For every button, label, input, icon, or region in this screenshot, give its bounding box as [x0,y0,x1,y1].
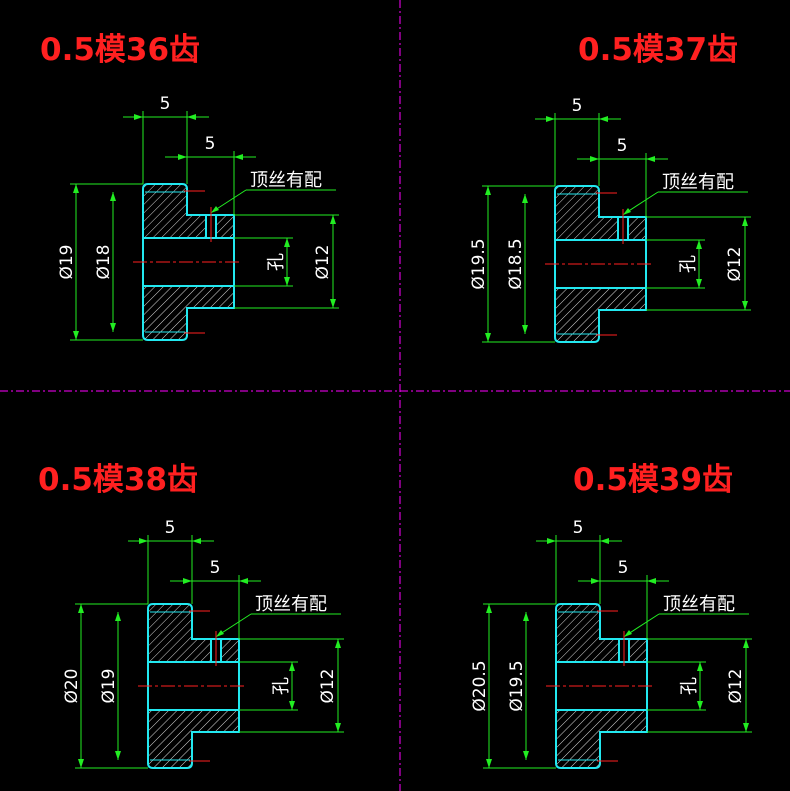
gear-view-3: 0.5模38齿 5 5 顶丝有配 Ø20 Ø19 孔 Ø12 [38,462,344,769]
dimension-arrow [697,701,703,710]
dimension-arrow [486,759,492,768]
dimension-arrow [284,277,290,286]
dimension-arrow [73,184,79,193]
dimension-arrow [522,194,528,203]
dimension-arrow [485,333,491,342]
dimension-arrow [110,192,116,201]
dimension-arrow [284,238,290,247]
dimension-arrow [330,299,336,308]
gear-section-lower [142,285,235,341]
dimension-arrow [183,578,192,584]
dimension-arrow [289,662,295,671]
dimension-arrow [78,759,84,768]
dimension-arrow [696,279,702,288]
dimension-width-hub: 5 [210,558,221,578]
dimension-arrow [485,186,491,195]
dimension-arrow [590,156,599,162]
dimension-bore-diameter: Ø12 [318,668,338,703]
dimension-arrow [73,331,79,340]
note-arrow [623,208,631,215]
set-screw-note: 顶丝有配 [250,170,322,191]
dimension-arrow [743,639,749,648]
dimension-root-diameter: Ø18.5 [506,238,526,289]
drawing-title: 0.5模36齿 [40,32,200,68]
bore-label: 孔 [678,255,699,273]
dimension-arrow [547,538,556,544]
dimension-width-top: 5 [165,518,176,538]
dimension-root-diameter: Ø19.5 [507,660,527,711]
dimension-arrow [599,116,608,122]
dimension-bore-diameter: Ø12 [726,668,746,703]
dimension-arrow [78,604,84,613]
dimension-arrow [696,240,702,249]
gear-section-lower [555,709,648,769]
dimension-outer-diameter: Ø19 [57,244,77,279]
dimension-arrow [600,538,609,544]
note-arrow [216,630,224,637]
dimension-arrow [330,215,336,224]
gear-drawings: 0.5模36齿 5 5 顶丝有配 Ø19 Ø18 孔 Ø12 0.5模37齿 5 5 顶丝有配 Ø19.… [38,32,752,769]
dimension-arrow [523,751,529,760]
dimension-root-diameter: Ø18 [94,244,114,279]
dimension-bore-diameter: Ø12 [725,246,745,281]
gear-section-lower [554,287,647,343]
dimension-arrow [743,723,749,732]
set-screw-note: 顶丝有配 [255,594,327,615]
bore-label: 孔 [266,253,287,271]
dimension-arrow [742,217,748,226]
dimension-root-diameter: Ø19 [99,668,119,703]
dimension-arrow [110,323,116,332]
drawing-title: 0.5模39齿 [573,462,733,498]
dimension-arrow [486,604,492,613]
dimension-arrow [335,639,341,648]
gear-section-lower [147,709,240,769]
bore-label: 孔 [679,677,700,695]
dimension-width-hub: 5 [205,134,216,154]
dimension-outer-diameter: Ø19.5 [469,238,489,289]
dimension-bore-diameter: Ø12 [313,244,333,279]
dimension-arrow [134,114,143,120]
bore-label: 孔 [271,677,292,695]
note-arrow [211,206,219,213]
dimension-outer-diameter: Ø20.5 [470,660,490,711]
dimension-arrow [335,723,341,732]
set-screw-note: 顶丝有配 [662,172,734,193]
dimension-arrow [591,578,600,584]
dimension-arrow [646,156,655,162]
dimension-arrow [697,662,703,671]
dimension-arrow [234,154,243,160]
gear-view-2: 0.5模37齿 5 5 顶丝有配 Ø19.5 Ø18.5 孔 Ø12 [469,32,751,343]
dimension-arrow [546,116,555,122]
dimension-arrow [239,578,248,584]
dimension-width-top: 5 [573,518,584,538]
dimension-width-hub: 5 [617,136,628,156]
dimension-outer-diameter: Ø20 [62,668,82,703]
dimension-arrow [192,538,201,544]
dimension-width-top: 5 [572,96,583,116]
drawing-title: 0.5模37齿 [578,32,738,68]
gear-view-4: 0.5模39齿 5 5 顶丝有配 Ø20.5 Ø19.5 孔 Ø12 [470,462,752,769]
dimension-arrow [523,612,529,621]
dimension-arrow [115,751,121,760]
dimension-width-top: 5 [160,94,171,114]
dimension-arrow [187,114,196,120]
set-screw-note: 顶丝有配 [663,594,735,615]
drawing-title: 0.5模38齿 [38,462,198,498]
dimension-arrow [115,612,121,621]
dimension-width-hub: 5 [618,558,629,578]
dimension-arrow [139,538,148,544]
dimension-arrow [178,154,187,160]
dimension-arrow [647,578,656,584]
dimension-arrow [289,701,295,710]
dimension-arrow [522,325,528,334]
dimension-arrow [742,301,748,310]
gear-view-1: 0.5模36齿 5 5 顶丝有配 Ø19 Ø18 孔 Ø12 [40,32,339,341]
note-arrow [624,630,632,637]
